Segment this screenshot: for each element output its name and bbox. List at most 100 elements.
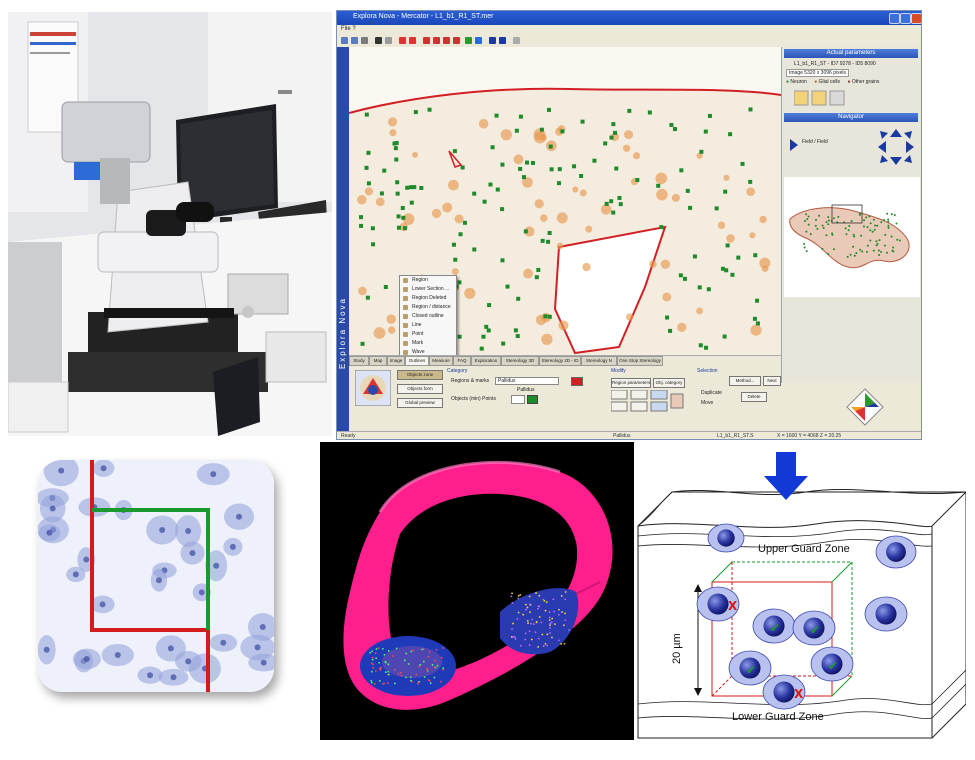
neuron-marker — [516, 296, 521, 301]
context-menu-item[interactable]: Mark — [400, 339, 456, 348]
toolbar-button[interactable] — [351, 37, 358, 44]
navigator-arrows[interactable] — [786, 123, 920, 173]
objects-form-button[interactable]: Objects form — [397, 384, 443, 394]
neuron-marker — [494, 113, 499, 118]
toolbar-button[interactable] — [399, 37, 406, 44]
tab-item[interactable]: Map — [369, 356, 387, 366]
overview-dot — [818, 214, 821, 217]
labeled-cell-dot — [557, 639, 560, 642]
method-button[interactable]: Method... — [729, 376, 761, 386]
neuron-marker — [522, 175, 527, 180]
points-input[interactable] — [511, 395, 525, 404]
overview-dot — [869, 222, 872, 225]
neuron-marker — [460, 165, 465, 170]
neuron-marker — [730, 272, 735, 277]
tab-item[interactable]: One Stop Stereology — [617, 356, 663, 366]
toolbar-button[interactable] — [423, 37, 430, 44]
toolbar-button[interactable] — [465, 37, 472, 44]
labeled-cell-dot — [563, 642, 566, 645]
context-menu-item[interactable]: Region Deleted — [400, 294, 456, 303]
color-swatch[interactable] — [571, 377, 583, 386]
close-button[interactable] — [911, 13, 921, 24]
maximize-button[interactable] — [900, 13, 911, 24]
overview-dot — [868, 215, 871, 218]
tab-item[interactable]: Stereology N — [581, 356, 617, 366]
tool-icons[interactable] — [794, 89, 854, 109]
objects-points-label: Objects (min) Points — [451, 396, 497, 402]
neuron-marker — [393, 146, 398, 151]
region-parameters-button[interactable]: Region parameters — [611, 378, 651, 388]
toolbar-button[interactable] — [361, 37, 368, 44]
toolbar-button[interactable] — [513, 37, 520, 44]
toolbar-button[interactable] — [385, 37, 392, 44]
modify-tools[interactable] — [611, 390, 685, 414]
tab-item[interactable]: Exploration — [471, 356, 501, 366]
overview-dot — [895, 222, 898, 225]
toolbar-button[interactable] — [443, 37, 450, 44]
labeled-cell-dot — [551, 617, 554, 620]
toolbar-button[interactable] — [475, 37, 482, 44]
overview-dot — [844, 227, 847, 230]
neuron-marker — [490, 145, 495, 150]
labeled-cell-dot — [442, 647, 445, 649]
lower-guard-zone-label: Lower Guard Zone — [732, 711, 824, 723]
labeled-cell-dot — [531, 618, 534, 621]
global-preview-button[interactable]: Global preview — [397, 398, 443, 408]
image-size-field[interactable]: Image 5320 x 3096 pixels — [786, 69, 849, 77]
overview-map[interactable] — [784, 177, 920, 297]
next-button[interactable]: Next — [763, 376, 781, 386]
labeled-cell-dot — [370, 670, 373, 673]
tab-item[interactable]: Stereology 3D — [501, 356, 539, 366]
tab-item[interactable]: Study — [349, 356, 369, 366]
neuron-nucleus — [99, 601, 106, 608]
context-menu-item[interactable]: Region — [400, 276, 456, 285]
glial-cell — [655, 172, 668, 185]
neuron-marker — [360, 341, 365, 346]
labeled-cell-dot — [426, 667, 429, 670]
toolbar-button[interactable] — [489, 37, 496, 44]
tab-item[interactable]: FAQ — [453, 356, 471, 366]
duplicate-label[interactable]: Duplicate — [701, 390, 722, 396]
neuron-marker — [394, 140, 399, 145]
play-icon[interactable] — [790, 139, 798, 151]
toolbar-button[interactable] — [433, 37, 440, 44]
tab-item[interactable]: Measure — [429, 356, 453, 366]
green-swatch[interactable] — [527, 395, 538, 404]
overview-dot — [805, 230, 808, 233]
context-menu-item[interactable]: Lower Section ... — [400, 285, 456, 294]
labeled-cell-dot — [551, 636, 553, 639]
neuron-marker — [392, 141, 397, 146]
labeled-cell-dot — [517, 594, 520, 597]
obj-category-button[interactable]: Obj. category — [653, 378, 685, 388]
toolbar-button[interactable] — [499, 37, 506, 44]
neuron-marker — [409, 200, 414, 205]
move-label[interactable]: Move — [701, 400, 714, 406]
menu-items[interactable]: File ? — [341, 26, 356, 32]
labeled-cell-dot — [544, 609, 547, 612]
direction-arrows-icon[interactable] — [878, 129, 914, 165]
context-menu-item[interactable]: Closed outline — [400, 312, 456, 321]
regions-select[interactable]: Pallidus — [495, 377, 559, 385]
context-menu-item[interactable]: Line — [400, 321, 456, 330]
tab-item[interactable]: Image — [387, 356, 405, 366]
neuron-marker — [659, 225, 664, 230]
context-menu-item[interactable]: Point — [400, 330, 456, 339]
neuron-marker — [395, 191, 400, 196]
tab-item[interactable]: Stereology 2D - ID — [539, 356, 581, 366]
toolbar-button[interactable] — [341, 37, 348, 44]
overview-dot — [892, 246, 895, 249]
toolbar-button[interactable] — [453, 37, 460, 44]
toolbar-button[interactable] — [409, 37, 416, 44]
minimize-button[interactable] — [889, 13, 900, 24]
objects-zone-button[interactable]: Objects zone — [397, 370, 443, 380]
overview-dot — [874, 224, 877, 227]
toolbar-button[interactable] — [375, 37, 382, 44]
excluded-region-outline[interactable] — [553, 225, 667, 355]
context-menu-item[interactable]: Region / distance — [400, 303, 456, 312]
context-menu-item[interactable]: Wave — [400, 348, 456, 357]
glial-cell — [723, 174, 730, 181]
labeled-cell-dot — [387, 670, 390, 673]
labeled-cell-dot — [564, 619, 567, 622]
tab-item[interactable]: Outlines — [405, 356, 429, 366]
delete-button[interactable]: Delete — [741, 392, 767, 402]
